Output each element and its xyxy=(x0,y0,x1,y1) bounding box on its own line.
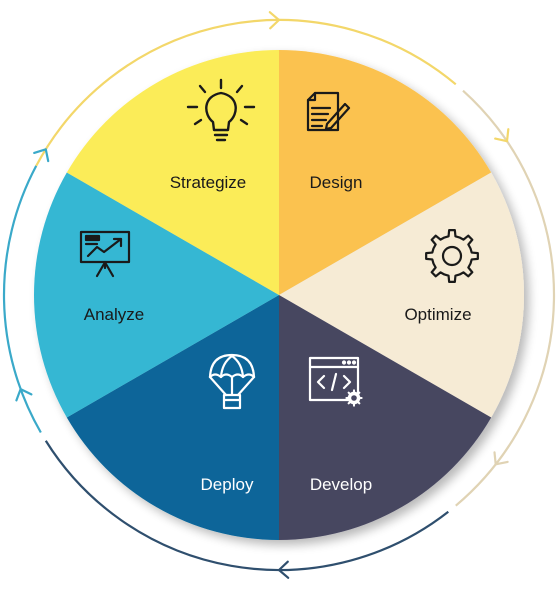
document-pen-icon xyxy=(306,91,351,132)
lightbulb-icon xyxy=(186,78,256,142)
code-window-icon xyxy=(308,356,363,407)
segment-label-deploy: Deploy xyxy=(201,475,254,494)
ring-arrowhead xyxy=(493,451,509,466)
segment-analyze xyxy=(33,172,280,418)
segment-label-strategize: Strategize xyxy=(170,173,247,192)
parachute-icon xyxy=(208,353,256,410)
segment-optimize xyxy=(279,172,525,418)
segment-label-design: Design xyxy=(310,173,363,192)
segment-design xyxy=(279,50,492,295)
wheel-pie xyxy=(33,50,525,540)
ring-arrowhead xyxy=(277,560,290,579)
ring-arrowhead xyxy=(15,388,33,402)
ring-arc-right xyxy=(455,89,556,507)
presentation-chart-icon xyxy=(79,230,131,278)
segment-label-optimize: Optimize xyxy=(404,305,471,324)
ring-arrowhead xyxy=(33,148,50,163)
ring-arrowhead xyxy=(268,11,281,30)
ring-arc-left xyxy=(2,165,42,434)
ring-arc-bottom xyxy=(44,440,449,572)
segment-develop xyxy=(279,295,492,540)
segment-strategize xyxy=(66,50,279,295)
segment-label-analyze: Analyze xyxy=(84,305,144,324)
cycle-ring xyxy=(2,18,556,572)
ring-arc-top xyxy=(35,18,457,167)
cycle-arrowheads xyxy=(15,11,510,579)
segment-label-develop: Develop xyxy=(310,475,372,494)
ring-arrowhead xyxy=(494,128,510,143)
gear-icon xyxy=(425,229,479,283)
